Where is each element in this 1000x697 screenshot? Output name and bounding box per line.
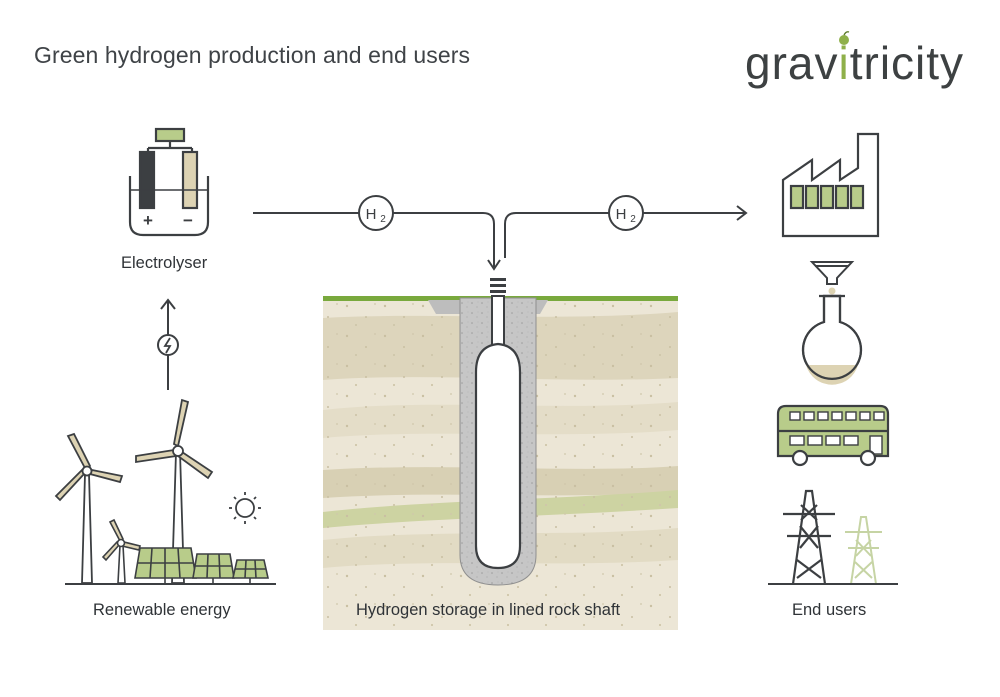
h2-sub-right: 2 xyxy=(630,214,636,225)
wind-turbine-icon xyxy=(54,432,124,584)
h2-badge-right xyxy=(608,195,644,231)
minus-sign: − xyxy=(183,211,193,230)
factory-icon xyxy=(781,132,880,238)
page-title: Green hydrogen production and end users xyxy=(34,42,471,68)
h2-label-left: H xyxy=(366,206,377,223)
bus-icon xyxy=(776,404,890,467)
h2-label-right: H xyxy=(616,206,627,223)
lightning-icon xyxy=(157,334,179,356)
solar-panel-icon xyxy=(134,547,197,584)
electrolyser-label: Electrolyser xyxy=(121,254,208,272)
plus-sign: + xyxy=(143,211,153,230)
logo-apple-icon xyxy=(839,31,850,45)
logo-text-end: tricity xyxy=(849,37,965,89)
pylon-icon xyxy=(845,516,882,585)
h2-sub-left: 2 xyxy=(380,214,386,225)
renewable-energy-label: Renewable energy xyxy=(93,601,231,619)
gravitricity-logo: gravitricity xyxy=(745,36,964,90)
flask-icon xyxy=(801,294,863,385)
pylon-icon xyxy=(783,489,835,585)
wind-turbine-icon xyxy=(101,518,141,584)
electrolyser-icon xyxy=(128,127,210,237)
logo-text-start: grav xyxy=(745,37,839,89)
funnel-icon xyxy=(809,261,855,295)
h2-badge-left xyxy=(358,195,394,231)
solar-panel-icon xyxy=(192,553,235,584)
ground-section xyxy=(323,278,678,630)
storage-label: Hydrogen storage in lined rock shaft xyxy=(356,601,621,619)
h2-flow-lines xyxy=(253,205,748,271)
logo-accent-letter: i xyxy=(838,37,850,89)
sun-icon xyxy=(229,492,261,524)
solar-panel-icon xyxy=(232,559,269,584)
end-users-label: End users xyxy=(792,601,867,619)
